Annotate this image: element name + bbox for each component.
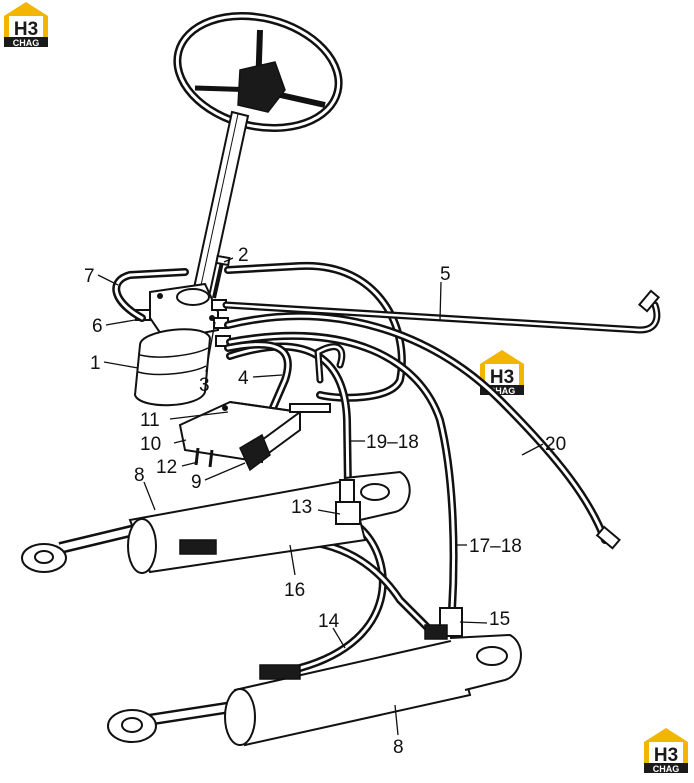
svg-text:H3: H3 xyxy=(654,745,678,766)
callout-19-18: 19–18 xyxy=(366,432,419,453)
callout-15: 15 xyxy=(489,609,510,630)
callout-1: 1 xyxy=(90,353,101,374)
callout-11: 11 xyxy=(140,410,160,431)
leader-lines xyxy=(97,257,544,736)
svg-text:H3: H3 xyxy=(490,367,514,388)
callout-13: 13 xyxy=(291,497,312,518)
callout-6: 6 xyxy=(92,316,103,337)
steering-wheel xyxy=(173,11,343,294)
svg-text:H3: H3 xyxy=(14,19,38,40)
callout-2: 2 xyxy=(238,245,249,266)
svg-text:CHAG: CHAG xyxy=(13,38,40,48)
callout-3: 3 xyxy=(199,375,210,396)
callout-8-lower: 8 xyxy=(393,737,404,758)
valve-block xyxy=(178,400,331,472)
cylinder-lower xyxy=(107,607,522,747)
callout-labels: 7 6 1 2 3 4 5 11 10 12 9 8 13 16 14 15 1… xyxy=(84,245,566,758)
callout-20: 20 xyxy=(545,434,566,455)
callout-16: 16 xyxy=(284,580,305,601)
hydraulic-hoses xyxy=(112,261,661,672)
callout-9: 9 xyxy=(191,472,202,493)
svg-text:CHAG: CHAG xyxy=(489,386,516,396)
logo-watermark-center: H3 CHAG xyxy=(480,350,524,396)
callout-10: 10 xyxy=(140,434,161,455)
callout-12: 12 xyxy=(156,457,177,478)
cylinder-upper xyxy=(21,470,411,574)
logo-top-left: H3 CHAG xyxy=(4,2,48,48)
svg-text:CHAG: CHAG xyxy=(653,764,680,774)
callout-4: 4 xyxy=(238,368,249,389)
steering-unit xyxy=(133,254,231,407)
logo-bottom-right: H3 CHAG xyxy=(644,728,688,774)
callout-7: 7 xyxy=(84,266,95,287)
callout-5: 5 xyxy=(440,264,451,285)
callout-8-upper: 8 xyxy=(134,465,145,486)
callout-14: 14 xyxy=(318,611,340,632)
callout-17-18: 17–18 xyxy=(469,536,522,557)
